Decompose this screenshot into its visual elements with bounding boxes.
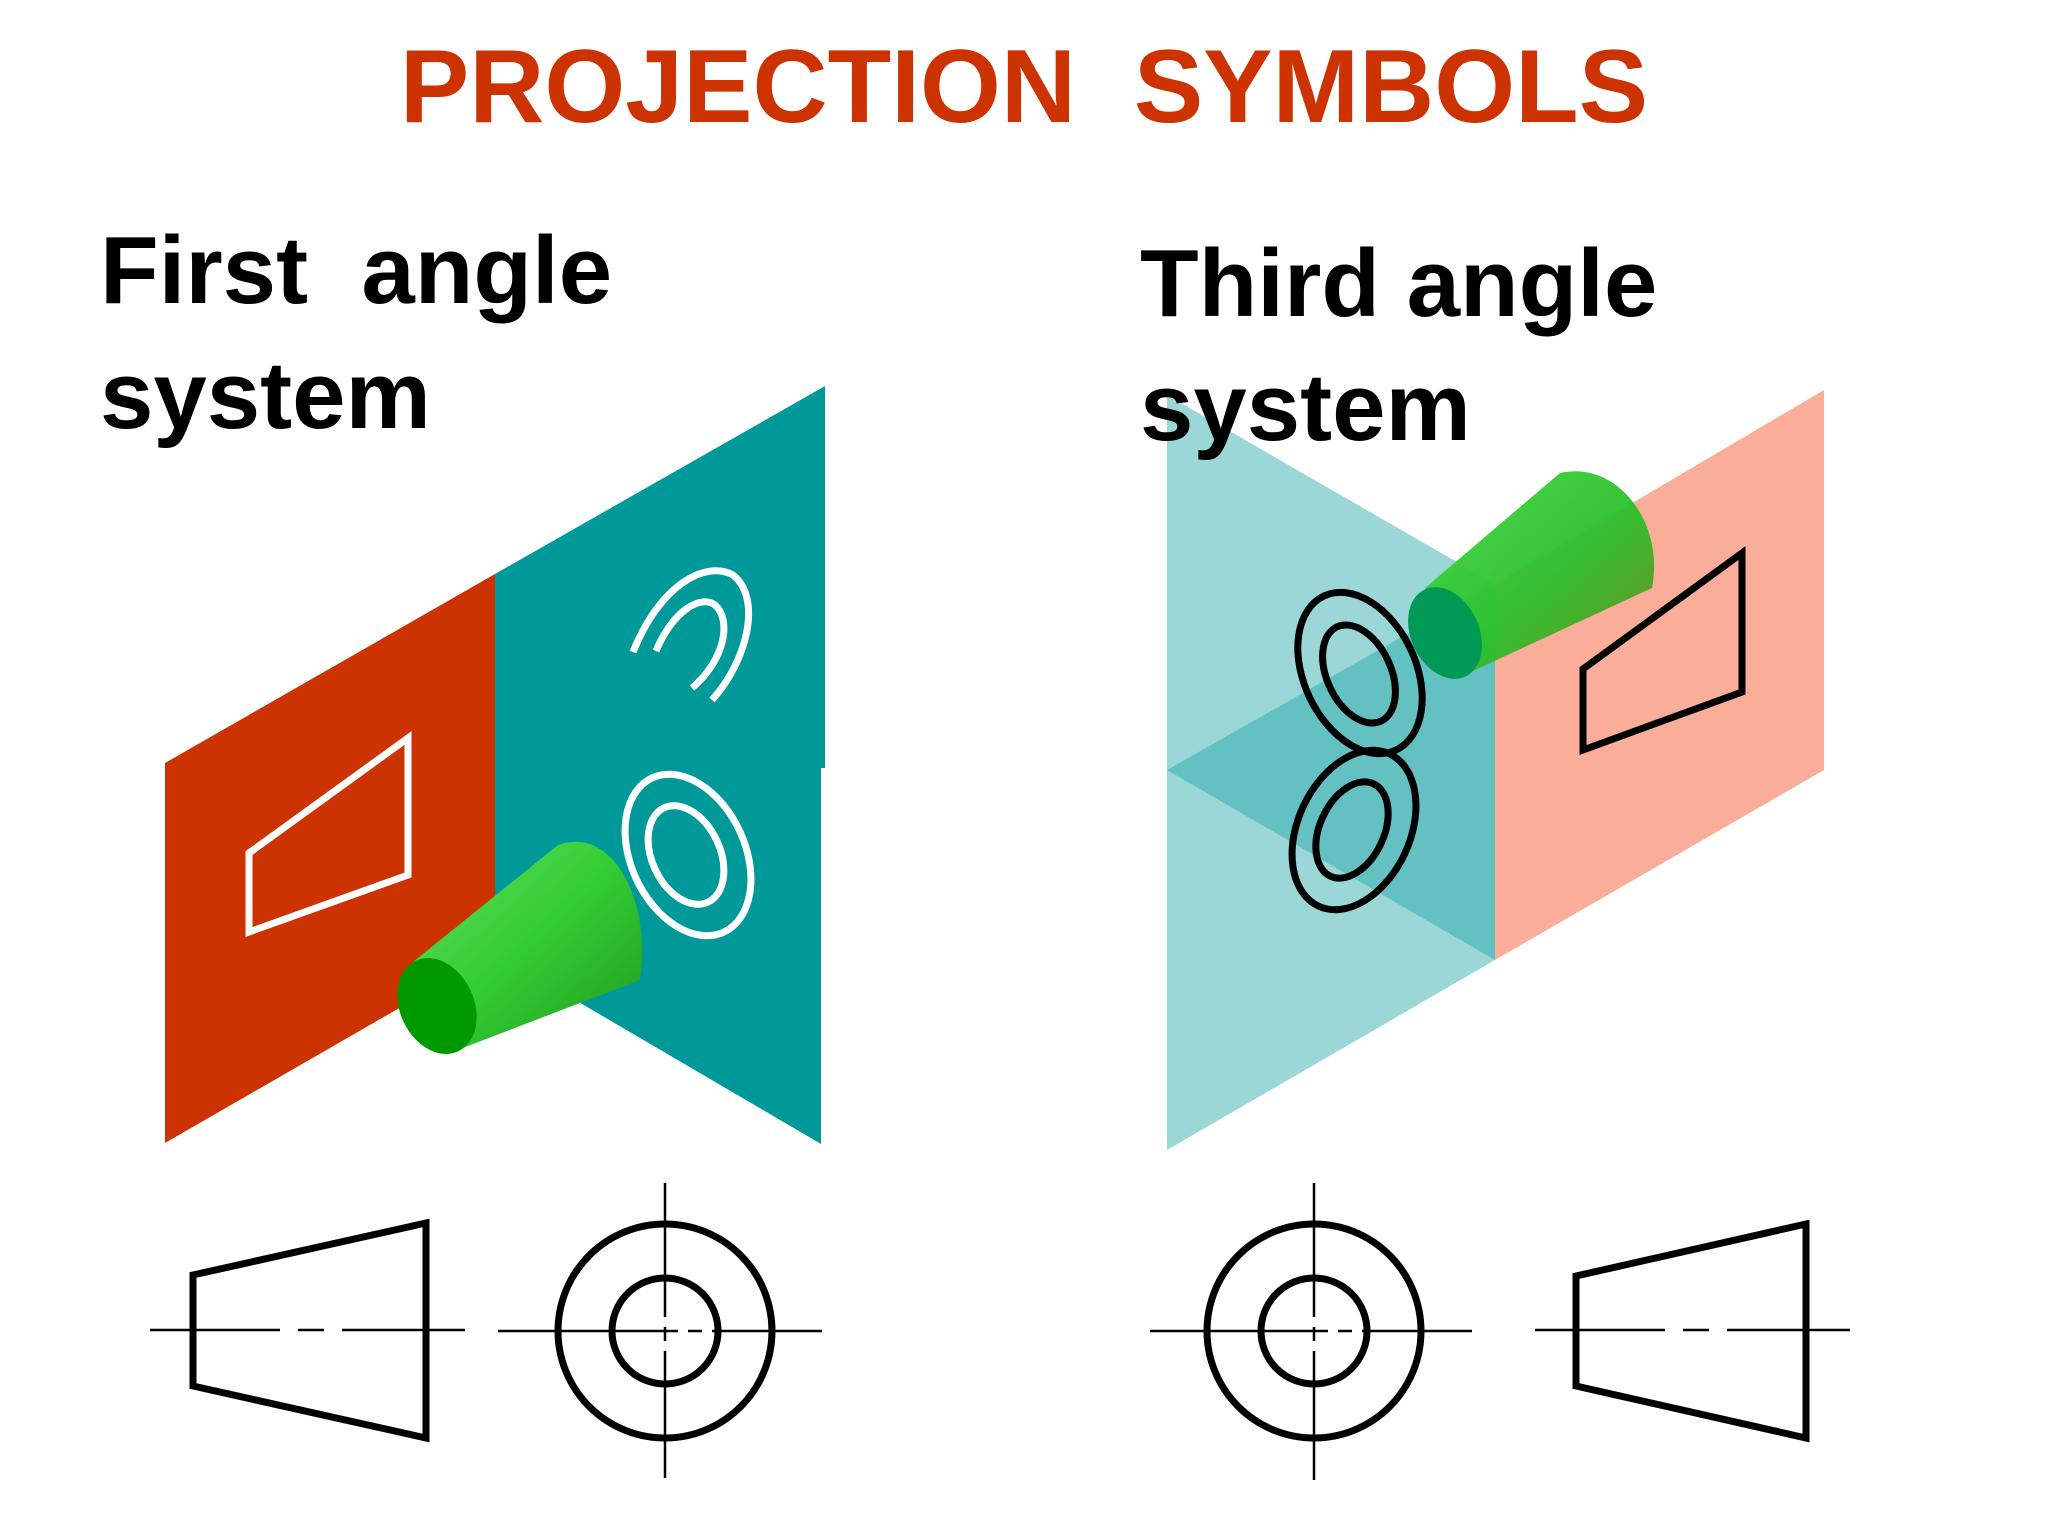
first-angle-cone [397,841,643,1054]
first-angle-label-line1: First angle [100,217,612,324]
third-angle-symbol-circles [1150,1183,1472,1480]
third-angle-lower-circles [1288,746,1420,914]
first-angle-section: First angle system [100,217,825,1144]
first-angle-side-view-circles [621,770,755,940]
third-angle-symbol-frustum [1572,1219,1810,1443]
first-angle-symbol [150,1183,822,1478]
third-angle-cone [1408,471,1655,679]
first-angle-symbol-frustum [189,1218,430,1443]
first-angle-profile-plane [495,386,825,1144]
first-angle-vertical-plane [165,574,495,1143]
third-angle-label-line1: Third angle [1140,230,1657,337]
first-angle-symbol-circles [498,1183,822,1478]
first-angle-partial-circles [629,567,753,703]
third-angle-upper-circles [1294,588,1426,758]
third-angle-section: Third angle system [1140,230,1824,1150]
third-angle-vertical-plane [1495,390,1824,960]
third-angle-symbol [1150,1183,1850,1480]
first-angle-front-view-outline [245,731,412,937]
page-title: PROJECTION SYMBOLS [400,29,1648,145]
third-angle-side-view-outline [1579,546,1746,756]
third-angle-label-line2: system [1140,354,1471,461]
first-angle-label-line2: system [100,342,431,449]
